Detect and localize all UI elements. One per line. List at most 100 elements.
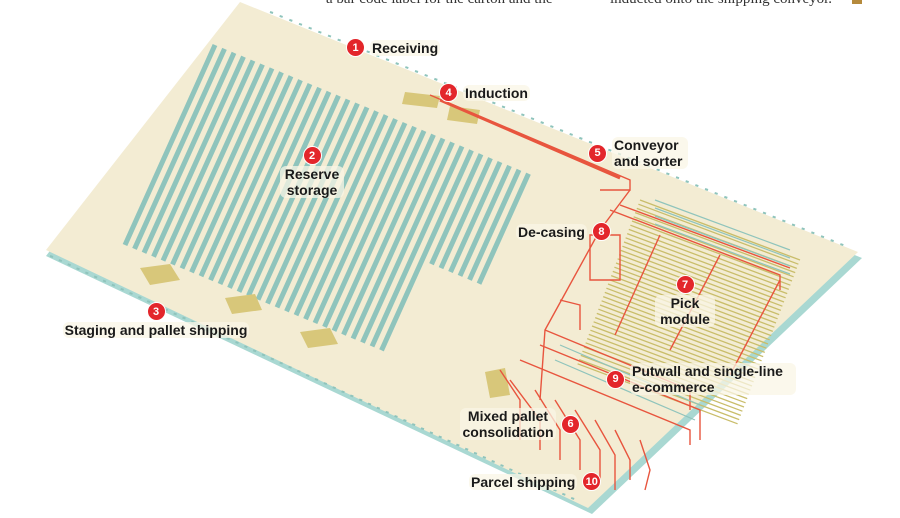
storage-rack: [429, 153, 484, 266]
dock-door: [509, 468, 513, 472]
badge-7: 7: [675, 275, 695, 294]
dock-door: [327, 34, 332, 38]
storage-rack: [198, 75, 294, 278]
badge-10: 10: [582, 472, 602, 491]
storage-rack: [284, 110, 379, 313]
dock-door: [93, 275, 98, 279]
dock-door: [762, 211, 767, 215]
storage-rack: [141, 51, 237, 254]
pick-shelf: [628, 228, 790, 291]
dock-door: [553, 488, 557, 492]
dock-door: [772, 215, 776, 219]
dock-door: [411, 423, 416, 427]
dock-door: [385, 58, 390, 62]
dock-door: [753, 207, 757, 211]
dock-door: [138, 296, 142, 299]
pick-shelf: [618, 253, 780, 316]
badge-5: 5: [588, 143, 607, 163]
label-mixed-pallet: Mixed pallet consolidation 6: [460, 408, 580, 440]
dock-door: [540, 121, 544, 125]
pick-shelf: [622, 245, 783, 307]
dock-door: [666, 172, 670, 176]
dock-door: [332, 386, 336, 390]
dock-door: [447, 439, 451, 443]
dock-door: [492, 101, 496, 105]
badge-4: 4: [439, 83, 458, 102]
dock-door: [120, 287, 124, 291]
badge-3: 3: [146, 302, 166, 321]
storage-rack: [331, 129, 427, 332]
dock-door: [559, 129, 564, 132]
dock-door: [270, 357, 275, 361]
pick-shelf: [634, 211, 796, 274]
storage-rack: [170, 63, 265, 266]
storage-rack: [208, 79, 303, 282]
dock-door: [501, 105, 506, 109]
dock-door: [521, 113, 525, 117]
pick-shelf: [623, 241, 785, 303]
label-text: Receiving: [370, 39, 441, 56]
dock-door: [403, 419, 407, 422]
dock-door: [76, 267, 80, 271]
dock-door: [464, 447, 469, 451]
label-text: Conveyor and sorter: [612, 137, 688, 169]
dock-door: [830, 239, 834, 243]
storage-rack: [438, 157, 493, 270]
dock-door: [337, 38, 341, 42]
dock-door: [298, 22, 303, 26]
dock-door: [695, 184, 699, 188]
dock-door: [569, 132, 573, 136]
dock-door: [85, 271, 89, 275]
label-text: Parcel shipping: [469, 473, 578, 490]
dock-door: [429, 431, 434, 435]
dock-door: [579, 136, 583, 140]
caption-fragment-1: a bar code label for the carton and the: [326, 0, 553, 8]
dock-door: [733, 199, 738, 203]
dock-door: [102, 279, 107, 283]
dock-door: [420, 427, 425, 431]
pick-shelf: [601, 300, 762, 362]
dock-door: [226, 337, 230, 340]
dock-door: [714, 191, 718, 195]
storage-rack: [293, 114, 389, 317]
storage-rack: [369, 145, 465, 348]
pick-shelf: [626, 232, 788, 295]
dock-door: [261, 353, 266, 357]
conveyor-lines: [429, 94, 791, 491]
label-text: Pick module: [655, 295, 715, 327]
badge-9: 9: [606, 369, 625, 389]
pick-shelf: [638, 203, 799, 265]
storage-rack: [179, 67, 275, 270]
dock-door: [394, 414, 398, 418]
dock-door: [385, 410, 389, 414]
storage-rack: [457, 164, 512, 277]
storage-rack: [132, 47, 227, 250]
dock-door: [791, 223, 796, 227]
label-staging: 3 Staging and pallet shipping: [56, 302, 256, 338]
label-receiving: 1 Receiving: [346, 38, 441, 57]
storage-rack: [160, 59, 256, 262]
label-parcel-shipping: Parcel shipping 10: [469, 472, 602, 491]
storage-rack: [122, 43, 218, 247]
dock-door: [366, 50, 370, 54]
dock-door: [801, 227, 805, 231]
label-conveyor: 5 Conveyor and sorter: [588, 137, 688, 169]
storage-rack: [227, 86, 322, 289]
dock-door: [173, 312, 177, 316]
dock-door: [376, 406, 381, 410]
pick-shelf: [620, 249, 782, 312]
caption-fragment-2: inducted onto the shipping conveyor.: [610, 0, 832, 8]
dock-door: [395, 62, 399, 66]
storage-rack: [467, 168, 522, 281]
dock-door: [146, 300, 151, 304]
dock-door: [269, 11, 274, 14]
dock-door: [288, 365, 292, 369]
badge-1: 1: [346, 38, 365, 57]
storage-rack: [274, 106, 370, 309]
dock-door: [491, 460, 495, 463]
dock-door: [350, 394, 354, 398]
label-de-casing: De-casing 8: [516, 222, 611, 241]
dock-door: [511, 109, 515, 113]
dock-door: [434, 77, 438, 81]
